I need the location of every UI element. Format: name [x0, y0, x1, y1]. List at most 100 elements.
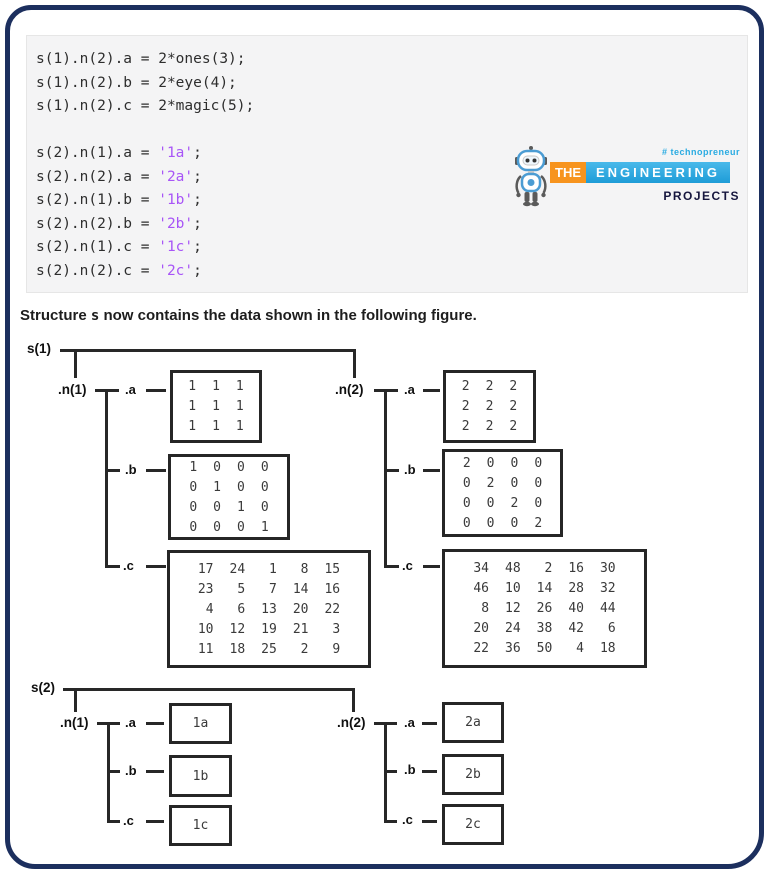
code-line: s(2).n(1).b = '1b'; — [36, 189, 737, 213]
matrix-cell: 0 — [237, 459, 245, 475]
tree-connector — [146, 722, 164, 725]
code-text: ; — [193, 215, 202, 232]
matrix-cell: 2 — [461, 419, 470, 434]
matrix-cell: 12 — [229, 621, 246, 637]
matrix-cell: 13 — [261, 601, 277, 617]
matrix-cell: 24 — [505, 621, 521, 636]
code-line: s(1).n(2).b = 2*eye(4); — [36, 74, 237, 91]
robot-mascot-icon — [515, 146, 547, 207]
matrix-cell: 4 — [205, 601, 214, 617]
matrix-cell: 14 — [292, 581, 309, 597]
code-text: s(2).n(2).a = — [36, 168, 159, 185]
tree-connector — [374, 722, 397, 725]
s1-n2-label: .n(2) — [335, 382, 364, 397]
matrix-cell: 2 — [461, 379, 470, 394]
matrix-cell: 0 — [237, 519, 245, 535]
matrix-cell: 22 — [324, 601, 341, 617]
matrix-cell: 4 — [576, 641, 584, 656]
tree-connector — [105, 565, 120, 568]
matrix-cell: 19 — [261, 621, 277, 637]
matrix-cell: 0 — [213, 499, 221, 515]
matrix-cell: 34 — [473, 561, 490, 576]
matrix-cell: 0 — [213, 519, 221, 535]
s2-label: s(2) — [31, 680, 56, 695]
tree-connector — [95, 389, 119, 392]
matrix-cell: 2 — [509, 419, 518, 434]
matrix-cell: 2 — [300, 641, 309, 657]
code-line: s(2).n(1).c = '1c'; — [36, 236, 737, 260]
paragraph-text: Structure — [20, 307, 91, 324]
paragraph-text: now contains the data shown in the follo… — [99, 307, 477, 324]
code-text: s(2).n(1).a = — [36, 145, 159, 161]
value-box-s2-n1-c: 1c — [169, 805, 232, 846]
matrix-cell: 0 — [260, 459, 269, 475]
matrix-cell: 2 — [534, 515, 543, 531]
tree-connector — [384, 770, 397, 773]
matrix-cell: 6 — [237, 601, 246, 617]
matrix-cell: 1 — [212, 399, 220, 414]
field-label-b: .b — [404, 462, 416, 477]
string-literal: '1a' — [158, 145, 194, 161]
tree-connector — [384, 565, 399, 568]
matrix-cell: 32 — [599, 581, 616, 596]
code-line: s(1).n(2).a = 2*ones(3); — [36, 51, 246, 67]
s1-label: s(1) — [27, 341, 52, 356]
matrix-cell: 2 — [509, 379, 518, 394]
matrix-cell: 6 — [607, 621, 616, 636]
matrix-cell: 2 — [461, 399, 470, 414]
matrix-cell: 1 — [189, 459, 198, 475]
code-text: ; — [193, 192, 202, 208]
field-label-c: .c — [402, 812, 413, 827]
matrix-cell: 5 — [237, 581, 246, 597]
brand-logo: # technopreneur THE ENGINEERING PROJECTS — [512, 143, 742, 213]
tree-connector — [105, 469, 120, 472]
tree-connector — [374, 389, 398, 392]
matrix-cell: 36 — [505, 641, 521, 656]
matrix-cell: 2 — [510, 495, 519, 511]
tree-connector — [352, 688, 355, 712]
matrix-cell: 30 — [599, 561, 616, 576]
string-literal: '2c' — [158, 262, 194, 279]
matrix-cell: 7 — [269, 581, 277, 597]
tree-connector — [384, 820, 397, 823]
field-label-a: .a — [125, 715, 136, 730]
code-text: ; — [193, 168, 202, 185]
matrix-cell: 26 — [536, 601, 553, 616]
code-line: s(2).n(1).a = '1a'; — [36, 142, 737, 166]
matrix-cell: 0 — [486, 495, 495, 511]
matrix-cell: 8 — [481, 601, 490, 616]
code-line: s(2).n(2).a = '2a'; — [36, 166, 737, 190]
brand-wordmark: THE ENGINEERING — [550, 162, 731, 183]
matrix-cell: 0 — [510, 455, 519, 471]
field-label-c: .c — [402, 558, 413, 573]
matrix-cell: 9 — [332, 641, 341, 657]
matrix-cell: 1 — [260, 519, 269, 535]
brand-hashtag-text: # technopreneur — [661, 147, 740, 157]
matrix-cell: 18 — [599, 641, 616, 656]
matrix-cell: 0 — [510, 515, 519, 531]
tree-connector — [146, 565, 166, 568]
matrix-cell: 0 — [462, 475, 471, 491]
matrix-cell: 0 — [213, 459, 221, 475]
tree-connector — [74, 688, 77, 712]
tree-connector — [97, 722, 120, 725]
tree-connector — [146, 820, 164, 823]
field-label-b: .b — [125, 763, 137, 778]
matrix-cell: 0 — [534, 455, 543, 471]
matrix-cell: 1 — [212, 379, 220, 394]
code-line — [36, 119, 737, 143]
code-text: ; — [193, 262, 202, 279]
matrix-cell: 15 — [324, 561, 341, 577]
matrix-cell: 20 — [292, 601, 309, 617]
field-label-c: .c — [123, 558, 134, 573]
tree-connector — [60, 349, 356, 352]
variable-name: s — [90, 308, 100, 324]
matrix-cell: 40 — [568, 601, 584, 616]
code-line: s(2).n(2).b = '2b'; — [36, 213, 737, 237]
matrix-cell: 10 — [505, 581, 521, 596]
matrix-cell: 1 — [188, 379, 197, 394]
